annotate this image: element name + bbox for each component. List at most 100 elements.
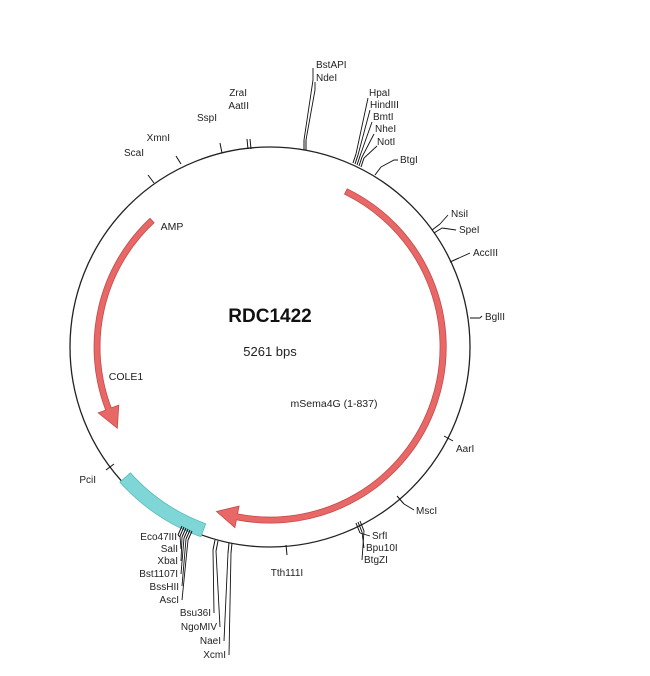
leader-line — [361, 133, 375, 158]
feature-cole1-arc[interactable] — [119, 472, 207, 538]
leader-line — [359, 532, 371, 537]
leader-line — [215, 550, 221, 628]
site-tick — [212, 539, 216, 551]
site-tick — [179, 526, 185, 537]
site-label-bstapi: BstAPI — [316, 60, 347, 71]
site-tick — [357, 521, 363, 533]
site-label-sspi: SspI — [197, 113, 217, 124]
leader-line — [458, 252, 471, 259]
leader-line — [303, 68, 314, 141]
plasmid-size: 5261 bps — [243, 344, 297, 359]
leader-line — [180, 536, 183, 562]
site-tick — [185, 529, 191, 540]
site-label-asci: AscI — [160, 595, 179, 606]
site-label-hindiii: HindIII — [370, 100, 399, 111]
site-tick — [187, 530, 193, 541]
site-label-sali: SalI — [161, 544, 178, 555]
site-label-btgi: BtgI — [400, 155, 418, 166]
site-tick — [181, 527, 187, 538]
feature-label-msema4g: mSema4G (1-837) — [291, 398, 378, 410]
site-tick — [355, 522, 361, 534]
leader-line — [228, 552, 232, 656]
leader-line — [380, 159, 398, 168]
site-label-hpai: HpaI — [369, 88, 390, 99]
site-label-xmni: XmnI — [147, 133, 170, 144]
site-tick — [360, 157, 365, 168]
plasmid-backbone — [69, 146, 471, 548]
leader-line — [359, 121, 373, 157]
site-leaders — [177, 68, 483, 656]
leader-line — [305, 82, 316, 141]
site-tick — [358, 156, 363, 167]
leader-line — [177, 534, 181, 538]
leader-line — [439, 214, 449, 225]
leader-line — [212, 549, 215, 614]
site-label-bpu10i: Bpu10I — [366, 543, 398, 554]
site-label-srfi: SrfI — [372, 531, 388, 542]
site-label-aatii: AatII — [228, 101, 249, 112]
site-label-xbai: XbaI — [157, 556, 178, 567]
site-tick — [433, 227, 443, 234]
feature-msema4g-arc[interactable] — [215, 188, 447, 529]
feature-label-cole1: COLE1 — [109, 371, 144, 383]
site-tick — [352, 153, 357, 164]
site-tick — [147, 174, 155, 184]
site-tick — [359, 520, 365, 532]
site-labels: BstAPI NdeI HpaI HindIII BmtI NheI NotI … — [79, 60, 505, 661]
site-tick — [396, 495, 405, 505]
site-tick — [431, 223, 441, 231]
site-tick — [443, 435, 454, 442]
site-tick — [105, 463, 115, 471]
leader-line — [403, 503, 415, 511]
leader-line — [479, 315, 483, 319]
leader-line — [181, 539, 189, 601]
leader-line — [357, 109, 371, 156]
leader-line — [361, 530, 365, 561]
features-layer — [93, 188, 447, 538]
site-tick — [230, 542, 233, 554]
site-label-bmti: BmtI — [373, 112, 394, 123]
site-tick — [249, 138, 252, 150]
site-label-bst1107i: Bst1107I — [139, 569, 178, 580]
site-tick — [356, 155, 361, 166]
site-label-ndei: NdeI — [316, 73, 337, 84]
leader-line — [179, 535, 182, 550]
site-label-naei: NaeI — [200, 636, 221, 647]
site-tick — [449, 257, 460, 263]
site-tick — [219, 142, 223, 154]
site-label-bglii: BglII — [485, 312, 505, 323]
site-ticks — [105, 138, 480, 556]
site-label-xcmi: XcmI — [203, 650, 226, 661]
site-label-noti: NotI — [377, 137, 395, 148]
leader-line — [355, 97, 369, 155]
site-tick — [246, 138, 249, 150]
site-tick — [177, 525, 183, 536]
site-tick — [175, 155, 182, 165]
site-tick — [354, 154, 359, 165]
leader-line — [181, 538, 187, 587]
site-label-ngomiv: NgoMIV — [181, 622, 217, 633]
site-tick — [374, 166, 382, 176]
site-label-msci: MscI — [416, 506, 437, 517]
leader-line — [441, 227, 457, 231]
leader-line — [180, 537, 185, 575]
feature-amp-arc[interactable] — [93, 217, 155, 429]
site-tick — [285, 544, 288, 556]
site-label-bsu36i: Bsu36I — [180, 608, 211, 619]
feature-label-amp: AMP — [161, 221, 184, 233]
site-label-nsii: NsiI — [451, 209, 468, 220]
site-label-zrai: ZraI — [229, 88, 247, 99]
site-label-acciii: AccIII — [473, 248, 498, 259]
site-tick — [227, 542, 230, 554]
leader-line — [223, 552, 229, 642]
leader-line — [363, 145, 378, 159]
site-label-spei: SpeI — [459, 225, 480, 236]
site-label-scai: ScaI — [124, 148, 144, 159]
site-tick — [183, 528, 189, 539]
site-label-bsshii: BssHII — [150, 582, 179, 593]
site-tick — [215, 540, 219, 552]
site-label-btgzi: BtgZI — [364, 555, 388, 566]
site-label-aari: AarI — [456, 444, 474, 455]
site-label-pcii: PciI — [79, 475, 96, 486]
